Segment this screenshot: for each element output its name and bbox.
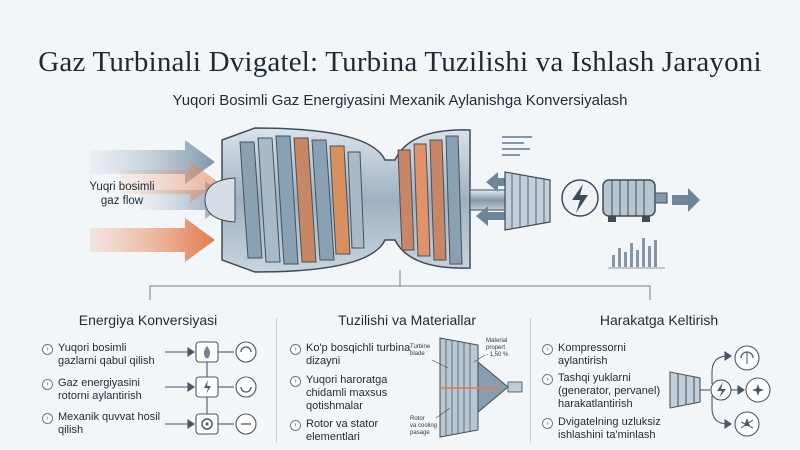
bullet-icon: › [542, 344, 553, 355]
panel-energy-conversion: Energiya Konversiyasi › Yuqori bosimli g… [28, 308, 268, 450]
panel-title: Harakatga Keltirish [599, 312, 719, 328]
generator-small-icon [740, 351, 754, 364]
list-item: Gaz energiyasini rotorni aylantirish [58, 377, 142, 402]
list-item: Yuqori bosimli gazlarni qabul qilish [58, 342, 155, 367]
panel-title: Tuzilishi va Materiallar [338, 312, 476, 328]
inflow-arrow-hot-top [120, 161, 218, 203]
list-item: Dvigatelning uzluksiz ishlashini ta'minl… [558, 416, 661, 441]
gear-icon [201, 418, 213, 430]
panel-structure-materials: Tuzilishi va Materiallar › Ko'p bosqichl… [282, 308, 532, 450]
lightning-icon [561, 179, 599, 217]
turbine-blades-front [239, 135, 365, 265]
cross-section-drawing [431, 337, 523, 438]
panel-drive: Harakatga Keltirish › Kompressorni aylan… [534, 308, 774, 450]
fan-icon [740, 418, 754, 429]
callout-turbine-blade: Turbine blade [410, 344, 431, 357]
rotation-icon [240, 346, 252, 425]
list-item: Mexanik quvvat hosil qilish [58, 411, 161, 436]
bullet-icon: › [42, 344, 53, 355]
list-item: Kompressorni aylantirish [558, 342, 626, 367]
bullet-icon: › [542, 418, 553, 429]
turbine-blades-rear [397, 135, 463, 265]
bullet-icon: › [290, 420, 301, 431]
bullet-icon: › [42, 379, 53, 390]
propeller-icon [752, 384, 764, 396]
inflow-arrow-hot-bottom [90, 218, 215, 262]
return-arrow-bottom [476, 206, 520, 226]
bar-chart-icon [502, 136, 665, 269]
inflow-label-line1: Yuqri bosimli [89, 181, 155, 193]
divider [276, 318, 277, 443]
output-arrow [672, 188, 700, 212]
flame-icon [203, 346, 211, 359]
page-title: Gaz Turbinali Dvigatel: Turbina Tuzilish… [38, 46, 762, 78]
bullet-icon: › [542, 374, 553, 385]
inflow-label: Yuqri bosimli gaz flow [72, 180, 172, 208]
callout-material-property: Material propert - 1,50 % [486, 338, 509, 358]
generator-icon [602, 179, 668, 222]
lightning-drive-icon [717, 382, 726, 398]
bullet-icon: › [290, 344, 301, 355]
divider [530, 318, 531, 443]
bullet-icon: › [42, 413, 53, 424]
drive-flow-icons [669, 345, 771, 437]
bullet-icon: › [290, 376, 301, 387]
lightning-small-icon [204, 380, 211, 394]
list-item: Rotor va stator elementlari [306, 418, 379, 443]
panel-title: Energiya Konversiyasi [78, 312, 218, 328]
callout-rotor-cooling: Rotor va cooling pasage [410, 416, 438, 436]
section-bracket [149, 285, 651, 300]
inflow-label-line2: gaz flow [100, 195, 144, 207]
nose-cone [204, 177, 236, 223]
list-item: Yuqori haroratga chidamli maxsus qotishm… [306, 374, 388, 412]
compressor-section [504, 171, 551, 231]
page-subtitle: Yuqori Bosimli Gaz Energiyasini Mexanik … [172, 92, 628, 109]
list-item: Ko'p bosqichli turbina dizayni [306, 342, 411, 367]
list-item: Tashqi yuklarni (generator, pervanel) ha… [558, 372, 661, 410]
